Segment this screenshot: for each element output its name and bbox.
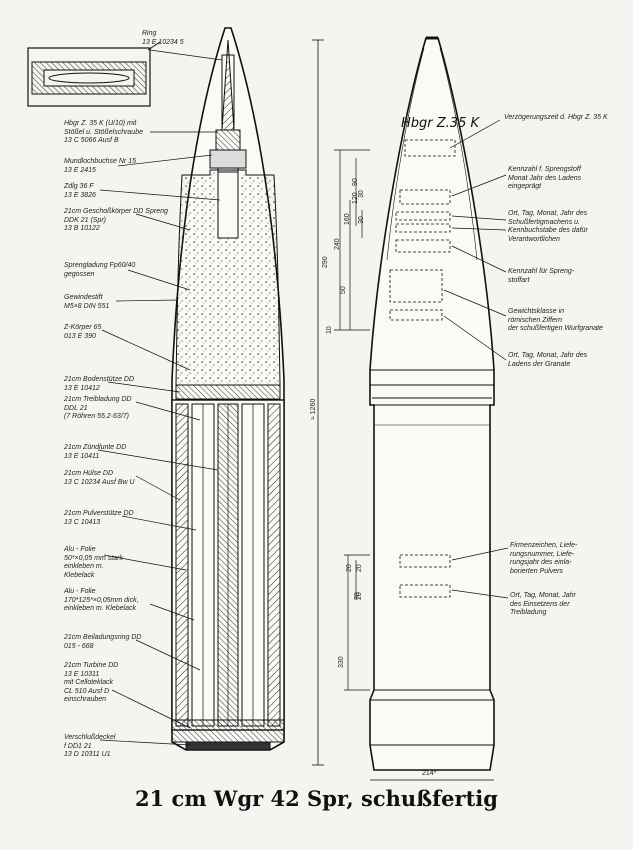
dim-20b: 20 (356, 564, 363, 572)
label-charge-ring: 21cm Beiladungsring DD 015 - 668 (64, 634, 142, 650)
label-propellant-charge: 21cm Treibladung DD DDL 21 (7 Röhren 55.… (64, 396, 132, 420)
overall-length-dimension (312, 39, 324, 766)
label-closure-cap: Verschlußdeckel f DD1 21 13 D 10311 U1 (64, 734, 116, 758)
dim-50: 50 (340, 286, 347, 294)
dim-diameter: 214* (422, 770, 437, 777)
dim-330: 330 (338, 656, 345, 668)
label-alu-foil-1: Alu - Folie 50*×0,05 mm stark einkleben … (64, 546, 123, 579)
label-explosive-code: Kennzahl f. Sprengstoff Monat Jahr des L… (508, 166, 582, 190)
label-explosive-charge: Sprengladung Fp60/40 gegossen (64, 262, 136, 278)
dim-290: 290 (322, 256, 329, 268)
label-set-screw: Gewindestift M5×8 DIN 551 (64, 294, 110, 310)
label-powder-marking: Firmenzeichen, Liefe- rungsnummer, Liefe… (510, 542, 578, 575)
label-loading-date: Ort, Tag, Monat, Jahr des Ladens der Gra… (508, 352, 588, 368)
shell-external-view (334, 36, 509, 781)
label-booster: Zdlg 36 F 13 E 3826 (64, 183, 96, 199)
figure-caption: 21 cm Wgr 42 Spr, schußfertig (135, 786, 498, 811)
dim-90: 90 (352, 178, 359, 186)
label-base-support: 21cm Bodenstütze DD 13 E 10412 (64, 376, 135, 392)
dim-160: 160 (344, 213, 351, 225)
dim-10: 10 (326, 326, 333, 334)
label-z-body: Z-Körper 65 013 E 390 (64, 324, 102, 340)
label-shell-body: 21cm Geschoßkörper DD Spreng DDK 21 (Spr… (64, 208, 168, 232)
shell-section-view (97, 27, 285, 751)
label-alu-foil-2: Alu - Folie 170*125*×0,05mm dick, einkle… (64, 588, 139, 612)
label-assembly-date: Ort, Tag, Monat, Jahr des Schußfertigmac… (508, 210, 588, 243)
dim-20a: 20 (346, 564, 353, 572)
label-fuze: Hbgr Z. 35 K (U/10) mit Stößel u. Stößel… (64, 120, 143, 144)
dim-30a: 30 (358, 216, 365, 224)
dim-30b: 30 (358, 190, 365, 198)
label-mouth-bushing: Mundlochbuchse Nr 15 13 E 2415 (64, 158, 136, 174)
label-powder-support: 21cm Pulverstütze DD 13 C 10413 (64, 510, 134, 526)
dim-240: 240 (334, 238, 341, 250)
label-igniter-fuse: 21cm Zündlunte DD 13 E 10411 (64, 444, 127, 460)
label-turbine: 21cm Turbine DD 13 E 10311 mit Cellotekl… (64, 662, 119, 703)
label-weight-class: Gewichtsklasse in römischen Ziffern der … (508, 308, 603, 332)
label-case: 21cm Hülse DD 13 C 10234 Ausf Bw U (64, 470, 135, 486)
label-ring: Ring 13 E 10234 5 (142, 30, 184, 46)
label-explosive-type: Kennzahl für Spreng- stoffart (508, 268, 575, 284)
fuze-stamp-text: Hbgr Z.35 K (401, 116, 479, 131)
ring-inset (27, 41, 161, 107)
label-charge-insert-date: Ort, Tag, Monat, Jahr des Einsetzens der… (510, 592, 576, 616)
label-delay-time: Verzögerungszeit d. Hbgr Z. 35 K (504, 114, 608, 121)
dim-70: 70 (354, 592, 361, 600)
dim-overall-length: ≈ 1260 (310, 398, 317, 420)
